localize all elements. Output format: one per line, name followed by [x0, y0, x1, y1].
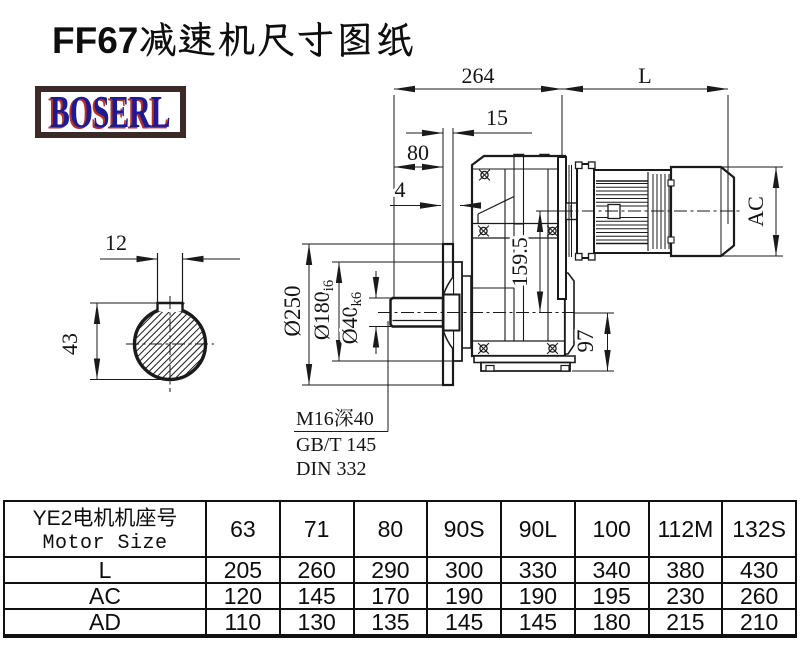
dim-180-label: Ø180i6: [309, 280, 337, 340]
table-cell-AD-132S: 210: [721, 608, 797, 637]
title-model-code: FF67: [52, 20, 139, 61]
row-label-AC: AC: [3, 582, 207, 610]
motor-frame-column-5: 100: [573, 500, 650, 558]
row-label-AD: AD: [3, 608, 207, 637]
shaft-end-notes: M16深40 GB/T 145 DIN 332: [293, 321, 389, 484]
table-cell-AC-132S: 260: [721, 582, 797, 610]
dim-264-label: 264: [462, 63, 495, 88]
dim-250-label: Ø250: [280, 285, 305, 336]
table-cell-AC-71: 145: [278, 582, 355, 610]
dim-12-label: 12: [105, 230, 127, 255]
table-cell-AC-63: 120: [205, 582, 281, 610]
motor-frame-column-0: 63: [205, 500, 281, 558]
main-dimension-labels: 264 L 15 80 4 AC 159.5 97 Ø250 Ø180i6 Ø4…: [277, 60, 771, 356]
dim-L-label: L: [638, 63, 651, 88]
table-cell-AD-90S: 145: [426, 608, 502, 637]
header-motor-frame-en: Motor Size: [42, 532, 168, 555]
header-motor-frame-cn: YE2电机机座号: [32, 502, 178, 532]
table-cell-L-112M: 380: [647, 556, 724, 584]
dim-AC-label: AC: [743, 196, 768, 227]
table-cell-AD-80: 135: [352, 608, 429, 637]
dim-15-label: 15: [486, 105, 508, 130]
page-title: FF67减速机尺寸图纸: [52, 14, 415, 64]
table-corner-header: YE2电机机座号 Motor Size: [3, 500, 207, 558]
note-din-standard: DIN 332: [296, 452, 367, 481]
table-cell-L-132S: 430: [721, 556, 797, 584]
motor-frame-column-3: 90S: [426, 500, 502, 558]
table-cell-AC-112M: 230: [647, 582, 724, 610]
dim-97-label: 97: [573, 330, 598, 353]
motor-frame-column-4: 90L: [500, 500, 576, 558]
dim-4-label: 4: [395, 177, 406, 202]
motor-frame-column-7: 132S: [721, 500, 797, 558]
table-cell-L-90S: 300: [426, 556, 502, 584]
row-label-L: L: [3, 556, 207, 584]
shaft-cross-section-view: 12 43: [54, 227, 240, 392]
note-gb-standard: GB/T 145: [296, 428, 376, 457]
table-cell-L-71: 260: [278, 556, 355, 584]
boserl-logo: BOSERL: [35, 86, 186, 138]
title-text-cn: 减速机尺寸图纸: [138, 14, 415, 64]
table-cell-L-90L: 330: [500, 556, 576, 584]
table-cell-AC-80: 170: [352, 582, 429, 610]
motor-frame-column-6: 112M: [647, 500, 724, 558]
table-cell-L-63: 205: [205, 556, 281, 584]
table-cell-AD-112M: 215: [647, 608, 724, 637]
dim-43-label: 43: [57, 333, 82, 355]
table-cell-AC-100: 195: [573, 582, 650, 610]
table-cell-L-100: 340: [573, 556, 650, 584]
logo-text: BOSERL: [50, 87, 171, 137]
output-flange-and-shaft: [389, 242, 472, 387]
note-tap-hole: M16深40: [296, 402, 374, 431]
table-cell-AC-90S: 190: [426, 582, 502, 610]
motor-frame-column-2: 80: [352, 500, 429, 558]
dim-40-label: Ø40k6: [337, 292, 365, 344]
table-cell-L-80: 290: [352, 556, 429, 584]
motor-frame-column-1: 71: [278, 500, 355, 558]
main-dimension-lines: [302, 85, 783, 386]
table-cell-AD-71: 130: [278, 608, 355, 637]
dim-159-label: 159.5: [507, 237, 532, 287]
table-cell-AD-63: 110: [205, 608, 281, 637]
table-cell-AD-90L: 145: [500, 608, 576, 637]
table-cell-AC-90L: 190: [500, 582, 576, 610]
table-cell-AD-100: 180: [573, 608, 650, 637]
dim-80-label: 80: [407, 140, 429, 165]
gear-housing: [470, 153, 576, 372]
